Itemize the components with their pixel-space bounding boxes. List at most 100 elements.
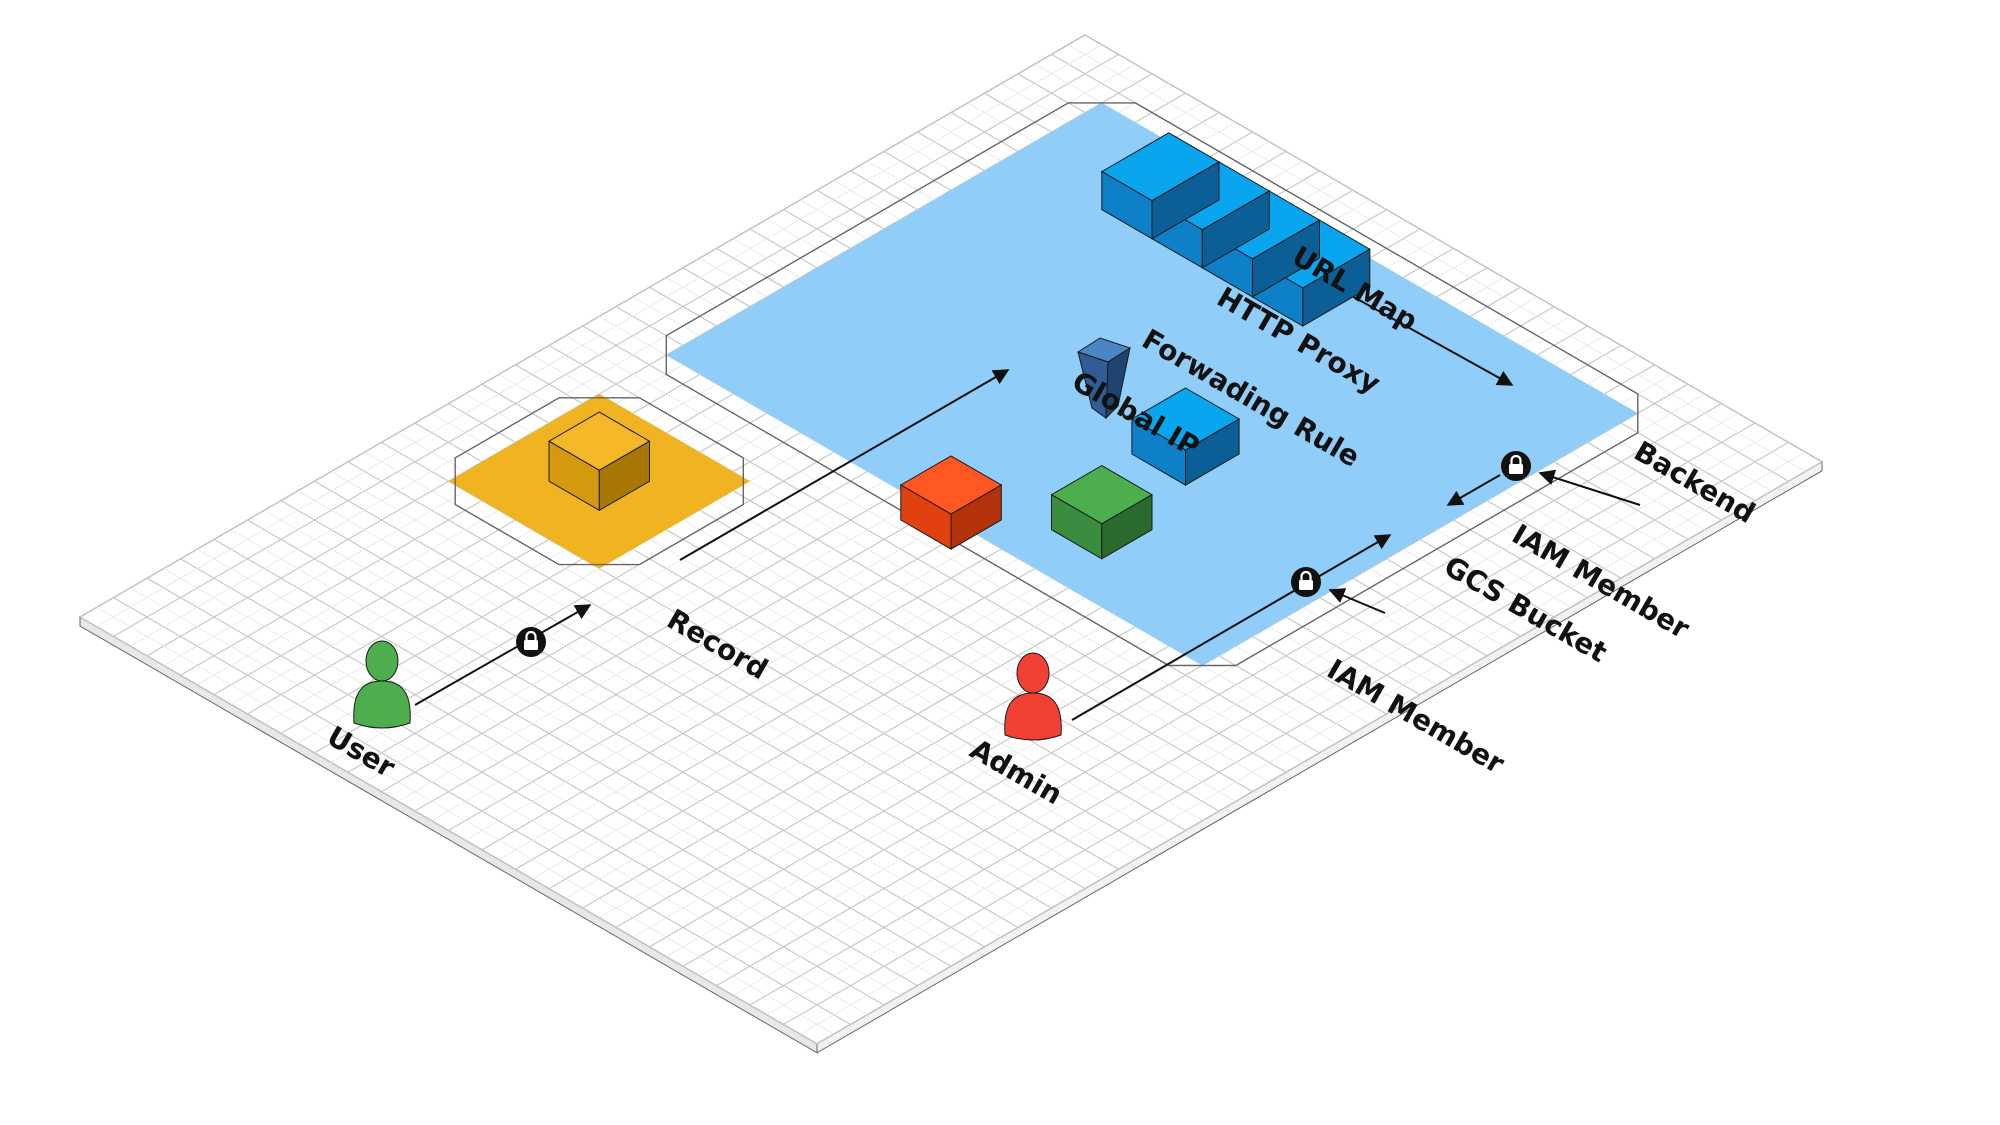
grid-subline: [264, 548, 298, 569]
grid-subline: [398, 587, 432, 608]
grid-subline: [934, 703, 968, 725]
grid-subline: [900, 568, 935, 589]
grid-line: [1084, 34, 1823, 463]
grid-subline: [197, 548, 231, 569]
grid-subline: [1604, 548, 1638, 569]
grid-subline: [565, 800, 600, 822]
grid-subline: [867, 742, 901, 763]
grid-subline: [532, 354, 566, 375]
grid-subline: [867, 781, 901, 802]
grid-subline: [331, 626, 365, 647]
grid-subline: [1503, 529, 1538, 550]
nodes: [353, 132, 1531, 741]
admin-to-bucket-arrow: [1071, 534, 1392, 721]
grid-subline: [800, 587, 834, 608]
grid-subline: [733, 781, 767, 802]
grid-subline: [599, 742, 633, 763]
grid-subline: [867, 471, 901, 492]
grid-subline: [1771, 451, 1806, 472]
grid-subline: [967, 800, 1002, 822]
grid-subline: [833, 180, 868, 201]
grid-subline: [230, 645, 265, 666]
grid-subline: [800, 626, 834, 647]
grid-subline: [1168, 723, 1203, 744]
grid-subline: [666, 742, 700, 763]
grid-subline: [632, 878, 667, 899]
grid-subline: [800, 859, 834, 880]
grid-subline: [130, 626, 164, 647]
grid-subline: [632, 800, 667, 822]
dns-region-outline: [454, 397, 744, 566]
grid-subline: [1235, 684, 1270, 705]
grid-subline: [632, 568, 667, 589]
grid-subline: [1235, 141, 1270, 162]
grid-subline: [934, 897, 968, 919]
grid-subline: [1671, 432, 1705, 453]
grid-subline: [1034, 606, 1069, 628]
grid-subline: [1101, 63, 1136, 84]
backend-lock-icon-body: [1509, 464, 1523, 474]
record-box: [548, 411, 651, 512]
grid-subline: [1034, 568, 1069, 589]
grid-subline: [900, 956, 935, 977]
grid-subline: [833, 878, 868, 899]
grid-subline: [934, 742, 968, 763]
grid-line: [79, 616, 818, 1045]
grid-line: [347, 461, 1086, 890]
grid-subline: [666, 859, 700, 880]
grid-line: [113, 597, 851, 1025]
grid-subline: [733, 936, 767, 957]
forwarding-rule-box-right-face: [1201, 190, 1270, 269]
grid-subline: [1068, 44, 1102, 65]
grid-subline: [398, 509, 432, 531]
grid-subline: [1604, 509, 1638, 531]
grid-subline: [398, 781, 432, 802]
grid-subline: [498, 374, 533, 395]
grid-subline: [967, 102, 1002, 123]
grid-subline: [967, 917, 1002, 938]
grid-subline: [967, 568, 1002, 589]
grid-subline: [1202, 121, 1236, 143]
grid-subline: [733, 238, 767, 259]
grid-subline: [934, 859, 968, 880]
grid-subline: [498, 645, 533, 666]
grid-subline: [632, 917, 667, 938]
grid-subline: [1168, 645, 1203, 666]
grid-subline: [565, 762, 600, 783]
grid-subline: [934, 587, 968, 608]
grid-subline: [1302, 180, 1337, 201]
grid-subline: [498, 684, 533, 705]
grid-subline: [1403, 587, 1437, 608]
grid-subline: [1269, 665, 1303, 686]
grid-subline: [1637, 451, 1672, 472]
grid-subline: [1704, 490, 1739, 511]
grid-subline: [398, 742, 432, 763]
grid-subline: [599, 703, 633, 725]
grid-subline: [465, 703, 499, 725]
grid-subline: [1604, 354, 1638, 375]
grid-subline: [599, 897, 633, 919]
grid-subline: [632, 684, 667, 705]
grid-subline: [766, 956, 801, 977]
grid-subline: [666, 626, 700, 647]
bucket-lock-icon-body: [1299, 580, 1313, 590]
blue-region: [666, 102, 1638, 666]
grid-subline: [833, 645, 868, 666]
grid-subline: [967, 878, 1002, 899]
grid-subline: [1001, 548, 1035, 569]
grid-subline: [699, 723, 734, 744]
grid-subline: [1001, 742, 1035, 763]
grid-subline: [867, 897, 901, 919]
grid-subline: [934, 665, 968, 686]
grid-subline: [599, 626, 633, 647]
grid-subline: [431, 684, 466, 705]
grid-subline: [766, 412, 801, 434]
grid-subline: [800, 1014, 834, 1035]
grid-subline: [297, 684, 332, 705]
grid-subline: [1001, 820, 1035, 841]
grid-subline: [833, 529, 868, 550]
grid-subline: [197, 587, 231, 608]
grid-subline: [1034, 645, 1069, 666]
outer-region-outline: [665, 102, 1639, 667]
grid-subline: [1537, 548, 1571, 569]
